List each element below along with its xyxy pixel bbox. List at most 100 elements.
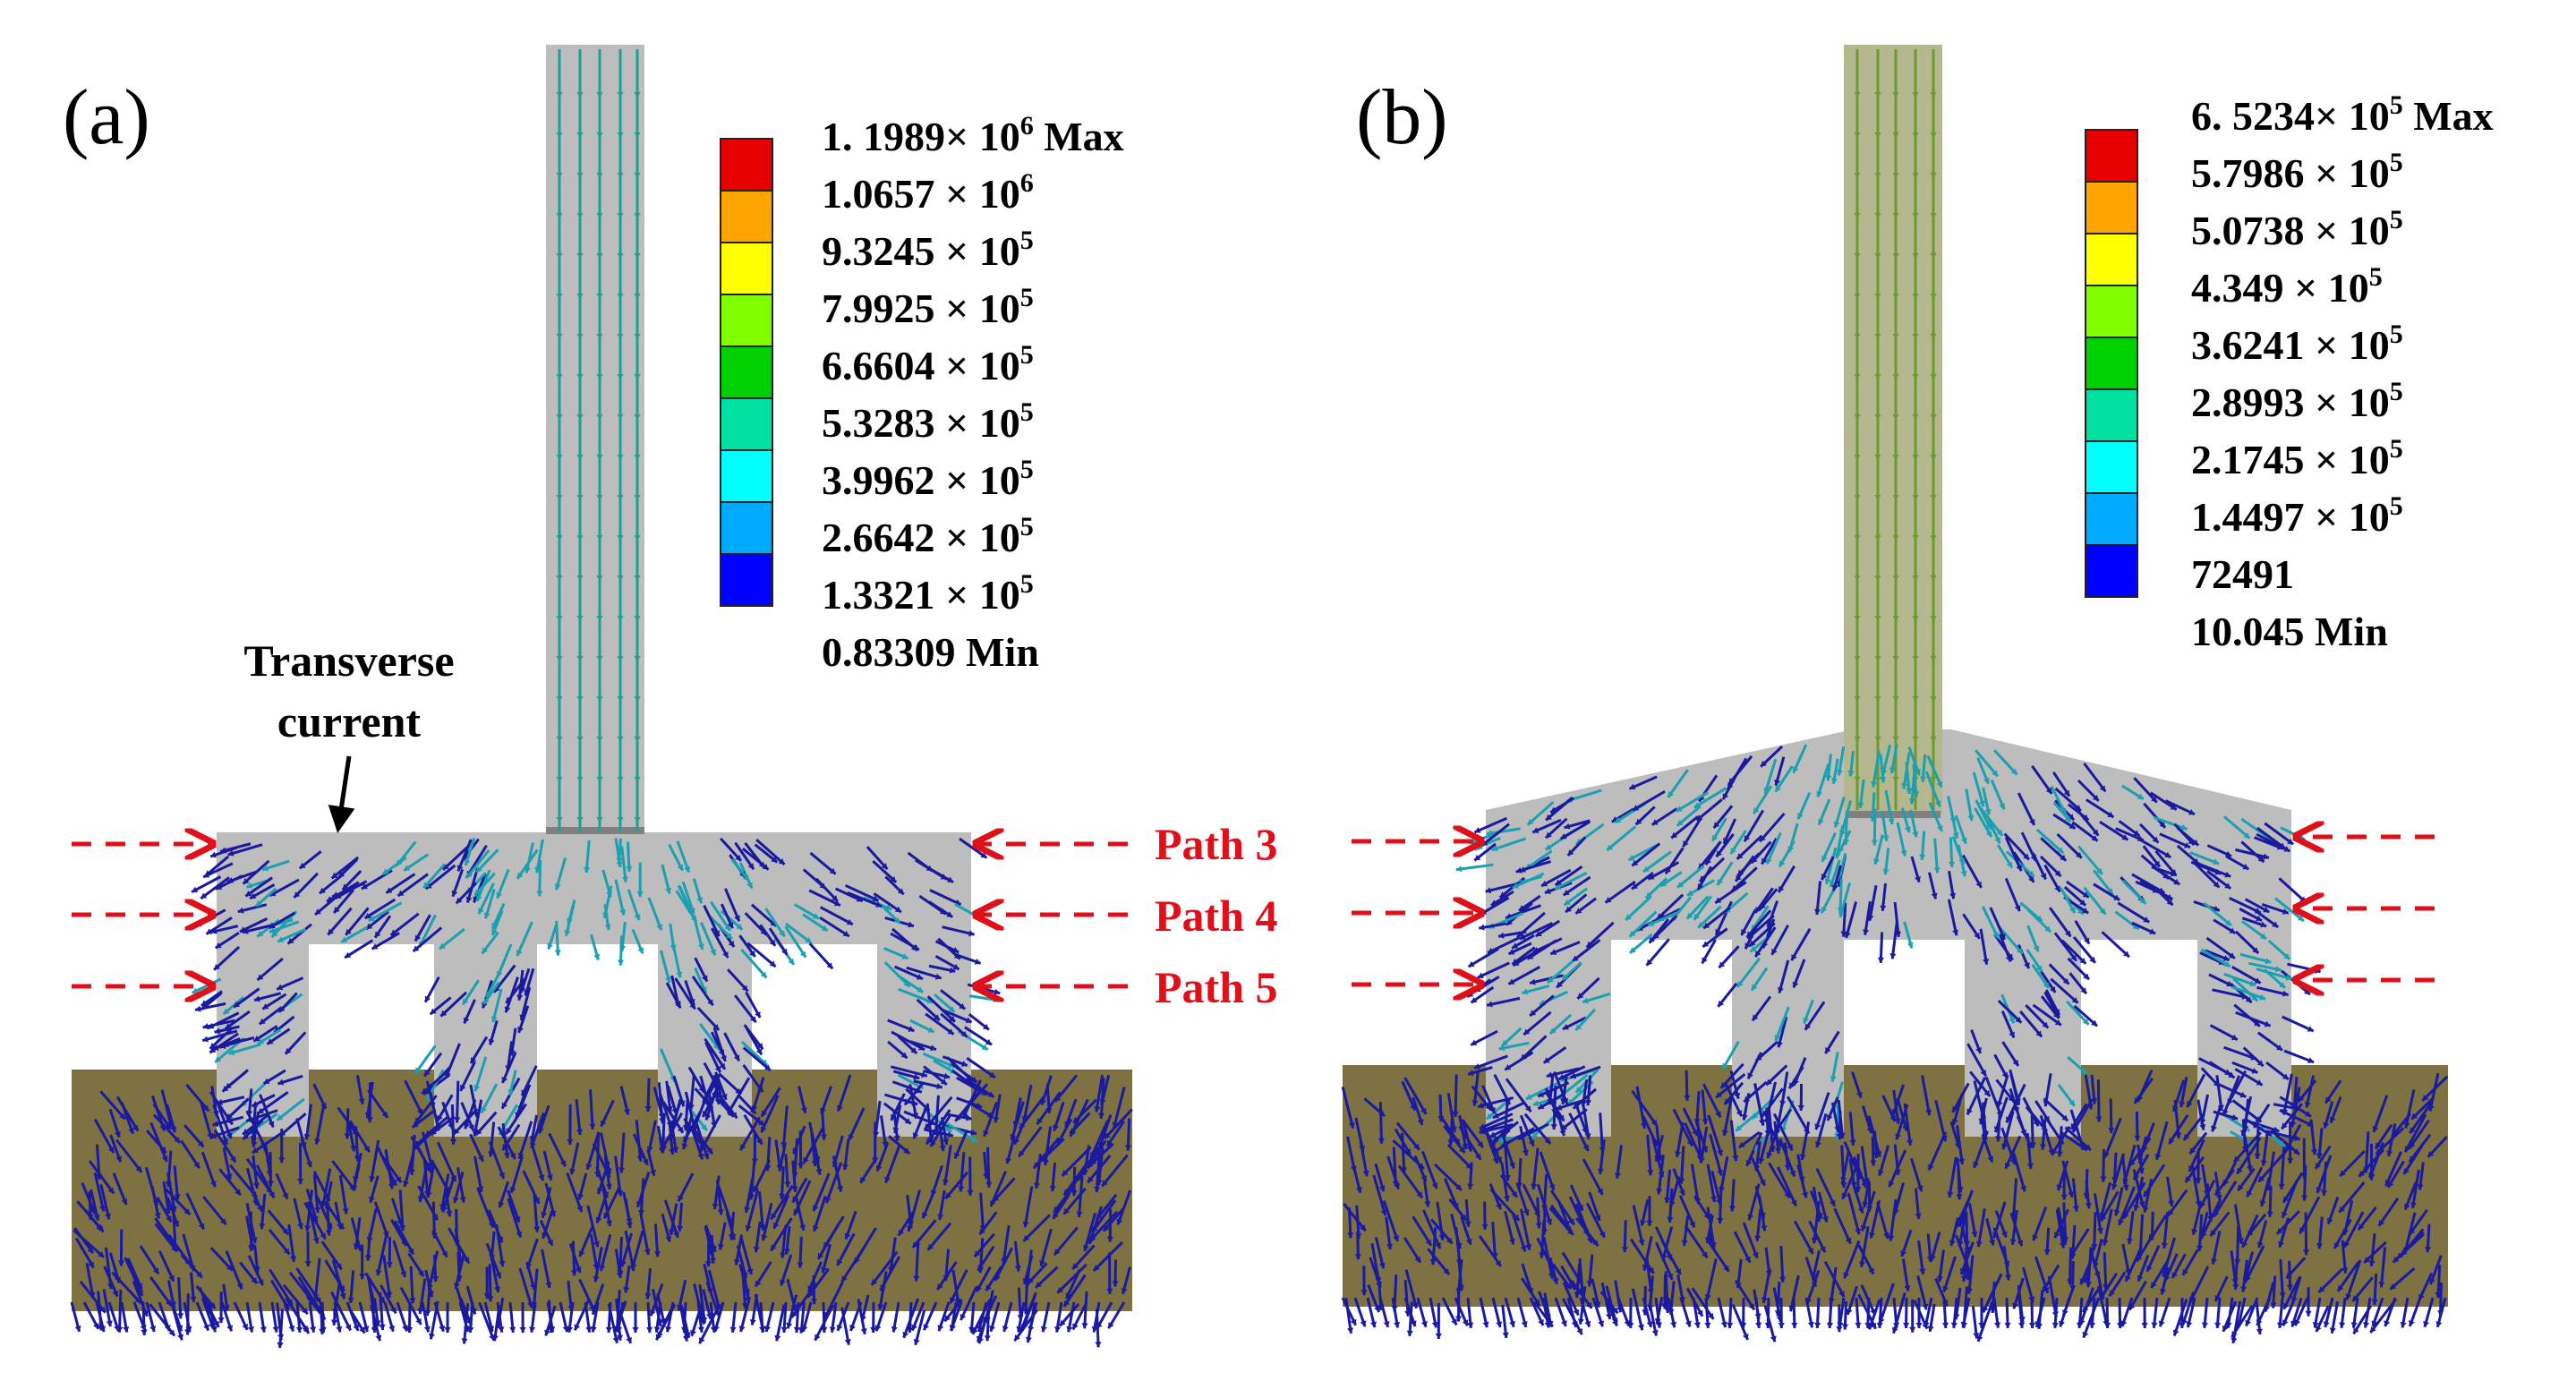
- legend-entry: 0.83309 Min: [822, 629, 1039, 675]
- legend-exponent: 5: [2390, 320, 2403, 349]
- legend-exponent: 5: [1020, 569, 1034, 599]
- legend-exponent: 5: [2390, 90, 2403, 120]
- legend-exponent: 5: [1020, 455, 1034, 484]
- panel-b-path-arrows-left: [1352, 841, 1481, 985]
- legend-exponent: 5: [1020, 340, 1034, 370]
- legend-entry: 10.045 Min: [2191, 609, 2388, 654]
- legend-suffix: Max: [1034, 114, 1124, 159]
- path4-label: Path 4: [1155, 891, 1278, 941]
- legend-value: 5.3283 × 10: [822, 400, 1020, 446]
- legend-exponent: 5: [2390, 491, 2403, 521]
- legend-value: 1. 1989× 10: [822, 114, 1020, 159]
- scale-cell: [2086, 130, 2137, 182]
- scale-cell: [2086, 182, 2137, 234]
- legend-exponent: 5: [2390, 377, 2403, 406]
- legend-exponent: 5: [1020, 512, 1034, 541]
- scale-cell: [721, 398, 772, 450]
- scale-cell: [721, 139, 772, 191]
- field-arrow: [192, 979, 221, 993]
- field-arrow: [969, 1014, 989, 1029]
- scale-cell: [721, 554, 772, 606]
- legend-exponent: 5: [2390, 205, 2403, 234]
- field-arrow: [2287, 964, 2320, 974]
- panel-a-label: (a): [63, 74, 150, 161]
- legend-entry: 2.8993 × 105: [2191, 377, 2403, 425]
- legend-entry: 9.3245 × 105: [822, 226, 1034, 274]
- panel-a-path-arrows-left: [72, 844, 213, 986]
- legend-value: 6. 5234× 10: [2191, 93, 2390, 139]
- legend-value: 2.1745 × 10: [2191, 437, 2390, 482]
- legend-exponent: 5: [1020, 226, 1034, 255]
- legend-entry: 72491: [2191, 551, 2294, 597]
- legend-value: 7.9925 × 10: [822, 286, 1020, 331]
- legend-value: 2.8993 × 10: [2191, 379, 2390, 425]
- scale-cell: [721, 191, 772, 243]
- transverse-current-label-line2: current: [277, 696, 421, 746]
- scale-cell: [2086, 389, 2137, 441]
- legend-entry: 2.6642 × 105: [822, 512, 1034, 560]
- legend-value: 2.6642 × 10: [822, 515, 1020, 560]
- legend-value: 1.3321 × 10: [822, 572, 1020, 618]
- scale-cell: [2086, 441, 2137, 493]
- legend-value: 9.3245 × 10: [822, 228, 1020, 274]
- legend-entry: 2.1745 × 105: [2191, 434, 2403, 482]
- scale-cell: [2086, 545, 2137, 597]
- legend-value: 72491: [2191, 551, 2294, 597]
- legend-exponent: 6: [1020, 111, 1034, 141]
- scale-cell: [721, 243, 772, 294]
- legend-entry: 5.7986 × 105: [2191, 148, 2403, 196]
- transverse-current-label-line1: Transverse: [243, 635, 454, 686]
- legend-entry: 4.349 × 105: [2191, 262, 2383, 311]
- panel-b-color-scale: [2086, 130, 2137, 597]
- path5-label: Path 5: [1155, 962, 1278, 1012]
- field-arrow: [1733, 1304, 1749, 1339]
- legend-exponent: 5: [1020, 283, 1034, 312]
- legend-exponent: 5: [1020, 397, 1034, 427]
- path3-label: Path 3: [1155, 819, 1278, 869]
- legend-exponent: 5: [2369, 262, 2383, 292]
- field-arrow: [415, 1045, 436, 1073]
- field-arrow: [1973, 1306, 1979, 1338]
- legend-entry: 5.0738 × 105: [2191, 205, 2403, 253]
- scale-cell: [2086, 286, 2137, 337]
- legend-entry: 3.6241 × 105: [2191, 320, 2403, 368]
- legend-entry: 7.9925 × 105: [822, 283, 1034, 331]
- scale-cell: [721, 294, 772, 346]
- legend-exponent: 5: [2390, 434, 2403, 464]
- legend-entry: 1.4497 × 105: [2191, 491, 2403, 540]
- legend-value: 3.6241 × 10: [2191, 322, 2390, 368]
- legend-entry: 6.6604 × 105: [822, 340, 1034, 388]
- panel-b-path-arrows-right: [2296, 837, 2435, 980]
- panel-b-label: (b): [1356, 74, 1448, 161]
- panel-a-color-scale: [721, 139, 772, 606]
- panel-a-path-arrows-right: [976, 844, 1128, 986]
- legend-value: 1.0657 × 10: [822, 171, 1020, 217]
- legend-entry: 1. 1989× 106 Max: [822, 111, 1124, 159]
- legend-exponent: 6: [1020, 168, 1034, 198]
- legend-entry: 1.0657 × 106: [822, 168, 1034, 217]
- legend-entry: 5.3283 × 105: [822, 397, 1034, 446]
- scale-cell: [721, 346, 772, 398]
- scale-cell: [721, 450, 772, 502]
- legend-entry: 1.3321 × 105: [822, 569, 1034, 618]
- scale-cell: [2086, 493, 2137, 545]
- legend-value: 10.045 Min: [2191, 609, 2388, 654]
- transverse-current-arrow: [338, 756, 349, 828]
- legend-suffix: Max: [2403, 93, 2494, 139]
- scale-cell: [2086, 234, 2137, 286]
- legend-entry: 3.9962 × 105: [822, 455, 1034, 503]
- legend-value: 5.0738 × 10: [2191, 208, 2390, 253]
- field-arrow: [1436, 1303, 1442, 1339]
- scale-cell: [2086, 337, 2137, 389]
- legend-value: 6.6604 × 10: [822, 343, 1020, 388]
- legend-value: 1.4497 × 10: [2191, 494, 2390, 540]
- field-arrow: [969, 996, 999, 1003]
- scale-cell: [721, 502, 772, 554]
- field-arrow: [810, 943, 833, 968]
